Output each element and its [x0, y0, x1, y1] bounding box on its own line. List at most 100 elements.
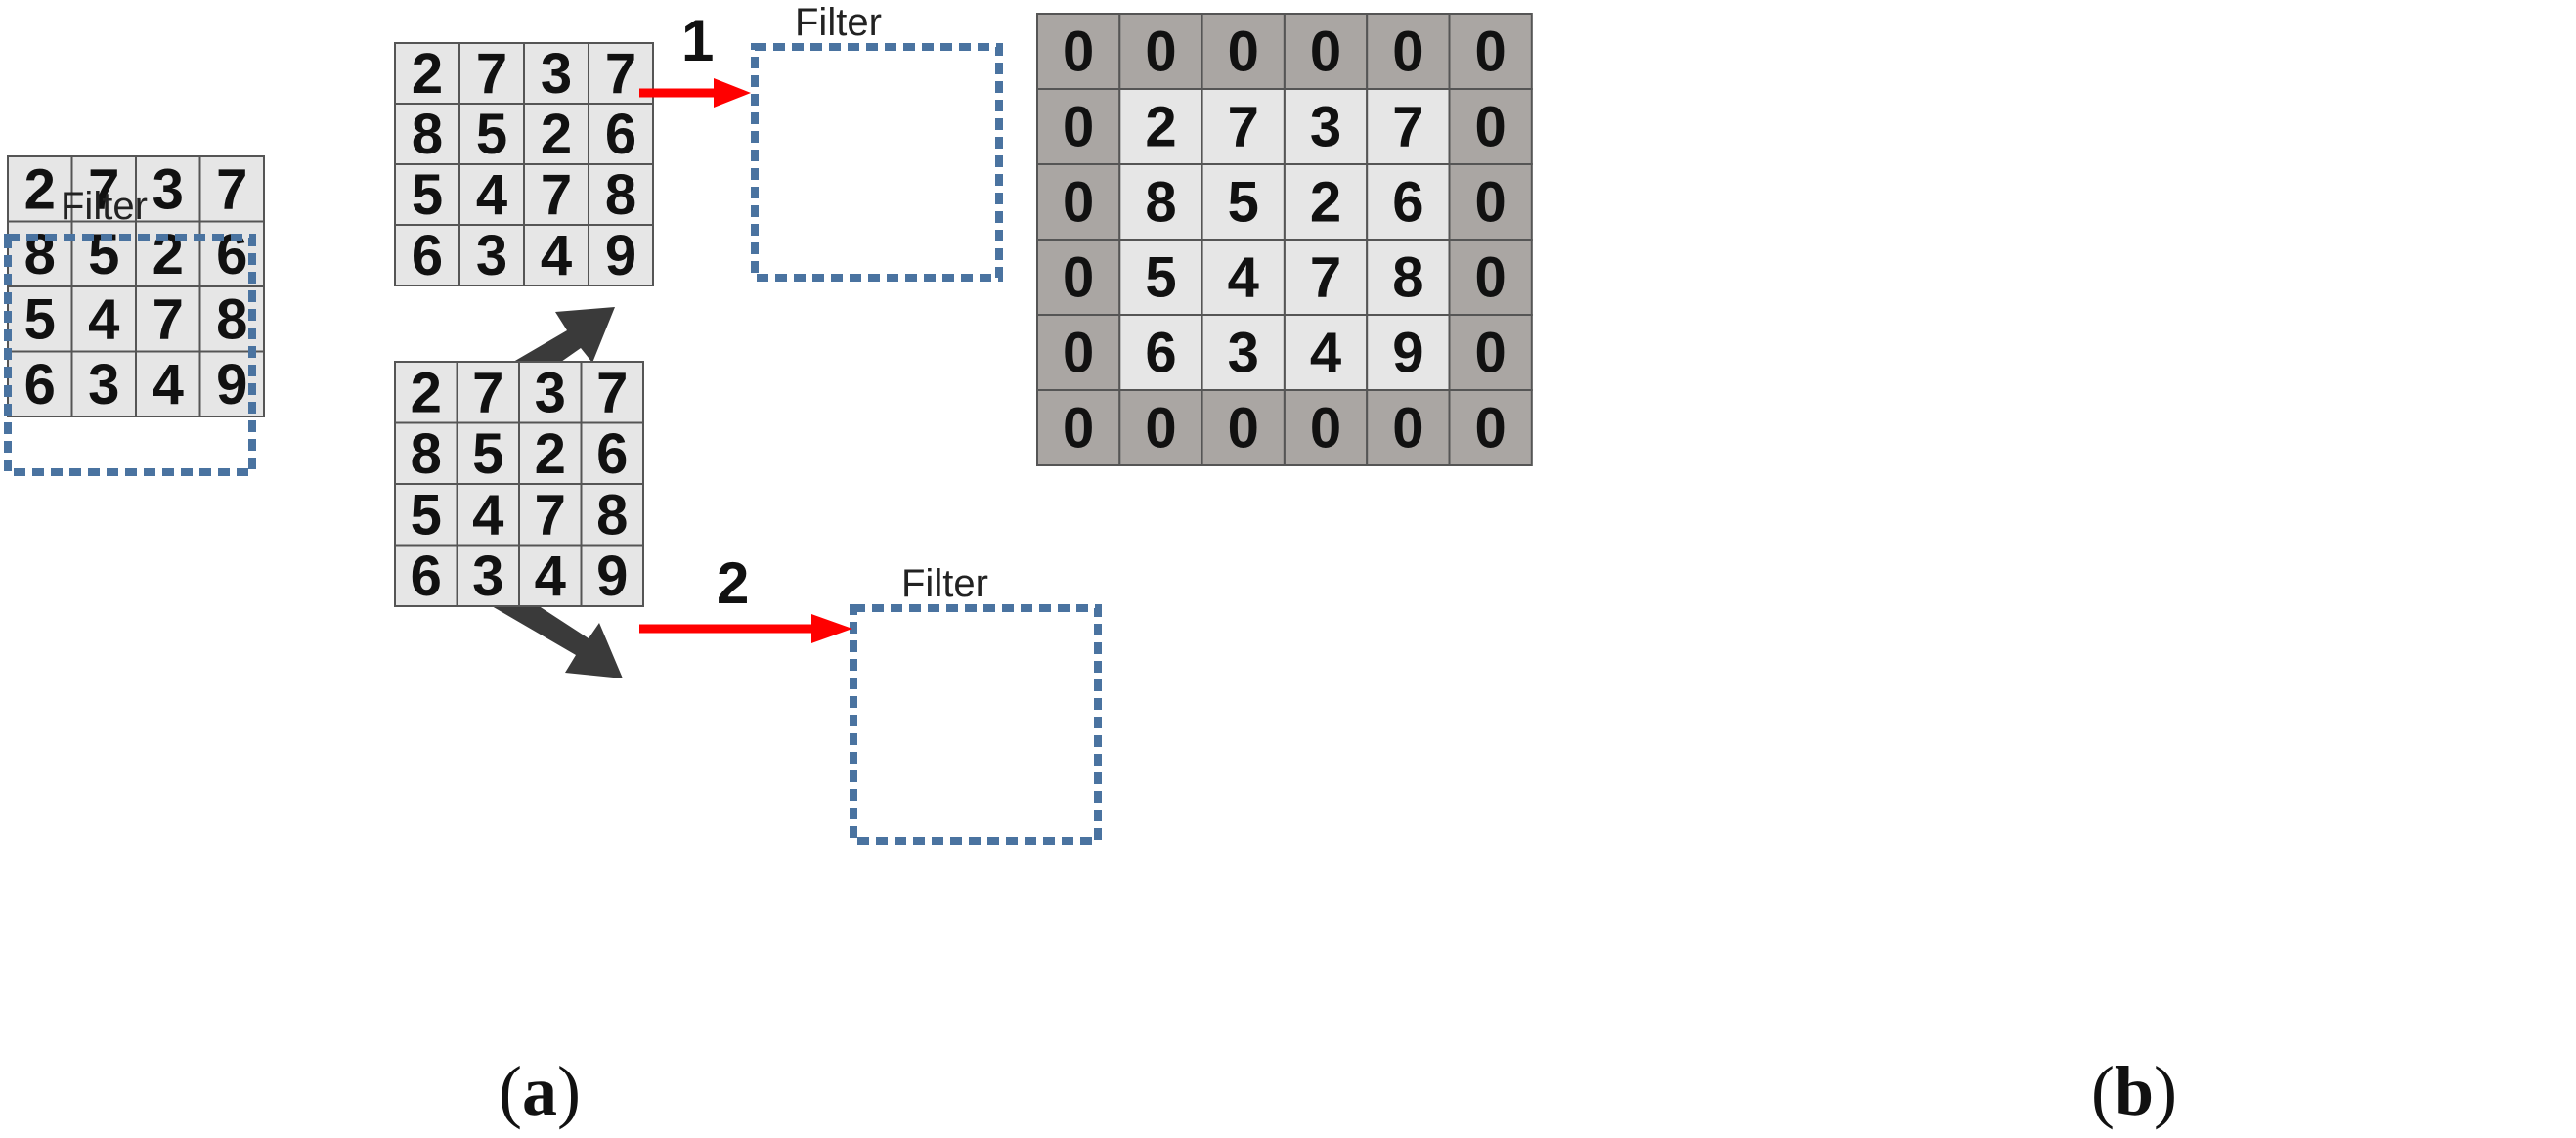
padded-cell-value: 5	[1228, 171, 1259, 235]
step-2-cell	[518, 544, 583, 607]
padded-cell	[1448, 389, 1533, 466]
padded-cell-value: 0	[1475, 322, 1506, 385]
filter-window-step-1	[751, 43, 1003, 282]
padded-cell	[1118, 239, 1203, 316]
step-2-cell-value: 6	[596, 422, 628, 486]
step-2-cell	[456, 544, 520, 607]
step-1-cell-value: 7	[476, 42, 507, 106]
padded-cell-value: 2	[1310, 171, 1341, 235]
step-2-cell-value: 3	[472, 545, 503, 608]
padded-cell-value: 7	[1228, 96, 1259, 159]
input-cell-value: 8	[216, 287, 247, 351]
input-cell-value: 7	[88, 157, 119, 221]
input-cell-value: 6	[24, 353, 56, 416]
padded-cell-value: 0	[1063, 246, 1094, 310]
padded-cell-value: 6	[1145, 322, 1176, 385]
input-cell	[70, 350, 137, 417]
step-1-cell	[523, 42, 589, 105]
step-2-cell-value: 7	[596, 361, 628, 424]
padded-cell-value: 4	[1228, 246, 1259, 310]
padded-cell-value: 0	[1392, 21, 1423, 84]
arrow-to-step-2	[492, 584, 623, 678]
padded-cell-value: 5	[1145, 246, 1176, 310]
step-1-cell-value: 8	[412, 103, 443, 166]
step-1-cell	[523, 103, 589, 165]
input-cell-value: 4	[88, 287, 119, 351]
filter-label-step-2: Filter	[901, 562, 988, 605]
step-1-cell-value: 2	[541, 103, 572, 166]
padded-cell-value: 6	[1392, 171, 1423, 235]
input-cell-value: 7	[153, 287, 184, 351]
caption-a: (a)	[499, 1052, 581, 1130]
padded-cell-value: 2	[1145, 96, 1176, 159]
padded-cell	[1283, 13, 1369, 90]
step-2-cell	[580, 421, 644, 485]
step-1-cell-value: 2	[412, 42, 443, 106]
step-2-cell	[580, 361, 644, 424]
step-2-shift-arrow	[639, 614, 852, 643]
step-2-cell-value: 8	[596, 483, 628, 547]
padded-cell	[1366, 13, 1451, 90]
input-cell-value: 3	[153, 157, 184, 221]
step-1-cell	[458, 103, 525, 165]
step-2-cell-value: 4	[535, 545, 566, 608]
step-1-cell-value: 5	[476, 103, 507, 166]
padded-cell-value: 0	[1475, 246, 1506, 310]
step-1-cell	[458, 224, 525, 286]
input-cell-value: 5	[24, 287, 56, 351]
step-2-cell	[580, 483, 644, 547]
padded-cell-value: 0	[1063, 96, 1094, 159]
padded-cell	[1036, 13, 1121, 90]
padded-cell-value: 0	[1310, 397, 1341, 460]
step-1-shift-arrow	[639, 78, 751, 108]
input-cell-value: 8	[24, 223, 56, 286]
padded-cell	[1118, 88, 1203, 165]
input-cell	[7, 350, 73, 417]
filter-window-step-2	[850, 604, 1102, 845]
step-2-cell-value: 6	[411, 545, 442, 608]
padded-cell-value: 0	[1063, 21, 1094, 84]
padded-cell-value: 3	[1310, 96, 1341, 159]
input-cell	[135, 350, 201, 417]
padded-cell-value: 8	[1145, 171, 1176, 235]
filter-window-input	[4, 234, 256, 476]
step-2-cell-value: 5	[472, 422, 503, 486]
padded-cell	[1283, 239, 1369, 316]
padded-cell-value: 0	[1310, 21, 1341, 84]
filter-label-input: Filter	[61, 185, 148, 228]
input-cell-value: 9	[216, 353, 247, 416]
step-2-label: 2	[717, 550, 749, 616]
padded-cell	[1366, 163, 1451, 241]
padded-cell-value: 0	[1475, 21, 1506, 84]
step-1-cell-value: 4	[476, 163, 507, 227]
padded-cell-value: 0	[1063, 322, 1094, 385]
step-1-label: 1	[681, 8, 714, 73]
input-cell-value: 2	[153, 223, 184, 286]
padded-cell	[1448, 314, 1533, 391]
step-2-cell	[394, 544, 458, 607]
step-2-cell-value: 9	[596, 545, 628, 608]
padded-cell	[1201, 239, 1286, 316]
step-2-cell-value: 2	[535, 422, 566, 486]
step-1-cell	[523, 224, 589, 286]
step-1-cell-value: 6	[605, 103, 636, 166]
step-2-cell	[580, 544, 644, 607]
padded-cell	[1118, 314, 1203, 391]
step-1-cell-value: 7	[605, 42, 636, 106]
step-1-cell-value: 3	[541, 42, 572, 106]
padded-cell-value: 0	[1145, 21, 1176, 84]
padded-cell-value: 0	[1392, 397, 1423, 460]
padded-cell	[1118, 163, 1203, 241]
padded-cell-value: 3	[1228, 322, 1259, 385]
step-2-cell	[394, 483, 458, 547]
input-cell-value: 3	[88, 353, 119, 416]
padded-cell-value: 0	[1475, 397, 1506, 460]
step-1-cell	[588, 224, 654, 286]
padded-cell	[1283, 389, 1369, 466]
input-cell	[7, 285, 73, 353]
step-1-cell	[588, 163, 654, 226]
input-cell-value: 5	[88, 223, 119, 286]
input-cell	[70, 155, 137, 223]
input-cell-value: 6	[216, 223, 247, 286]
